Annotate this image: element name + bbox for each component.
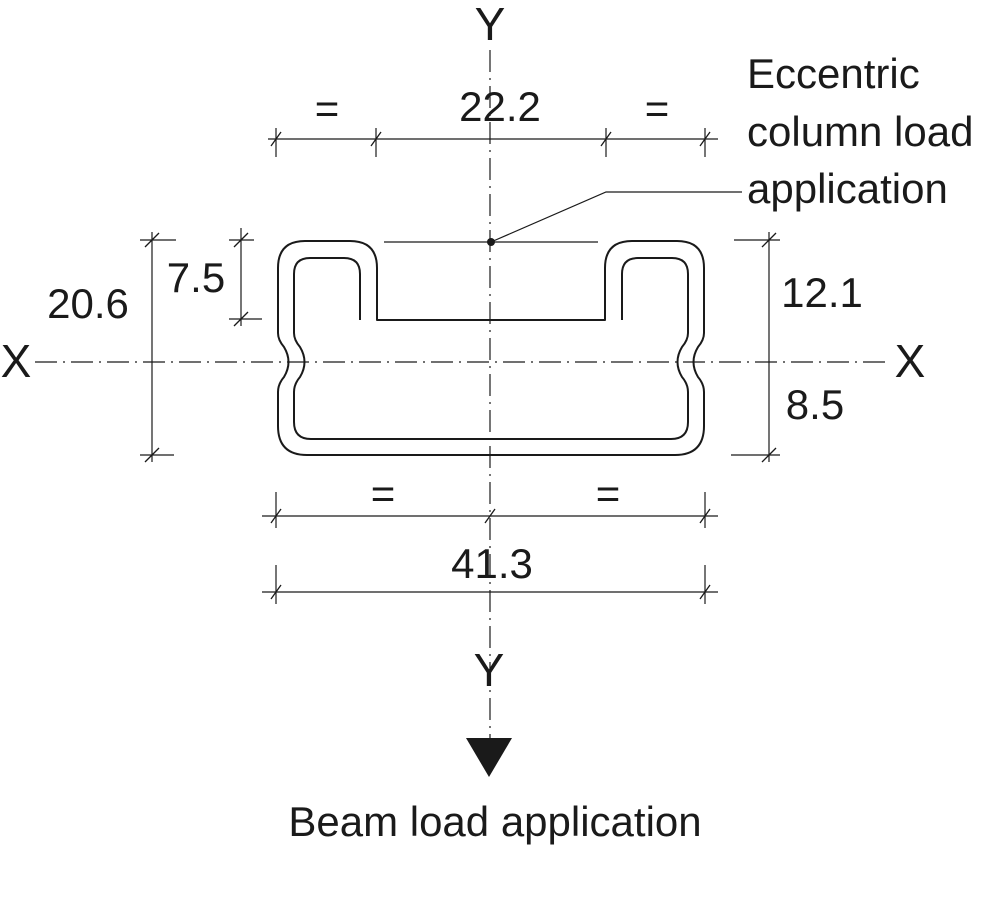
slot-width-dimension xyxy=(268,128,718,157)
slot-width-label: 22.2 xyxy=(459,83,541,130)
slot-side-left-label: = xyxy=(315,85,340,132)
total-width-label: 41.3 xyxy=(451,540,533,587)
slot-side-right-label: = xyxy=(645,85,670,132)
x-axis-label-right: X xyxy=(895,335,926,387)
total-height-label: 20.6 xyxy=(47,280,129,327)
half-width-dimension xyxy=(262,492,718,528)
lower-height-label: 8.5 xyxy=(786,381,844,428)
beam-load-arrow xyxy=(466,738,512,777)
half-right-label: = xyxy=(596,470,621,517)
upper-height-label: 12.1 xyxy=(781,269,863,316)
half-left-label: = xyxy=(371,470,396,517)
left-height-dimensions xyxy=(140,228,262,463)
beam-load-note: Beam load application xyxy=(288,798,701,845)
column-load-note-line3: application xyxy=(747,165,948,212)
column-load-note-line2: column load xyxy=(747,108,973,155)
lip-height-label: 7.5 xyxy=(167,254,225,301)
total-width-dimension xyxy=(262,565,718,604)
profile-inner xyxy=(293,257,689,440)
y-axis-label-bottom: Y xyxy=(474,644,505,696)
profile-outer xyxy=(277,240,705,456)
x-axis-label-left: X xyxy=(1,335,32,387)
y-axis-label-top: Y xyxy=(475,0,506,50)
column-load-leader xyxy=(490,191,742,243)
right-height-dimensions xyxy=(731,232,780,463)
channel-profile xyxy=(277,240,705,456)
column-load-note-line1: Eccentric xyxy=(747,50,920,97)
